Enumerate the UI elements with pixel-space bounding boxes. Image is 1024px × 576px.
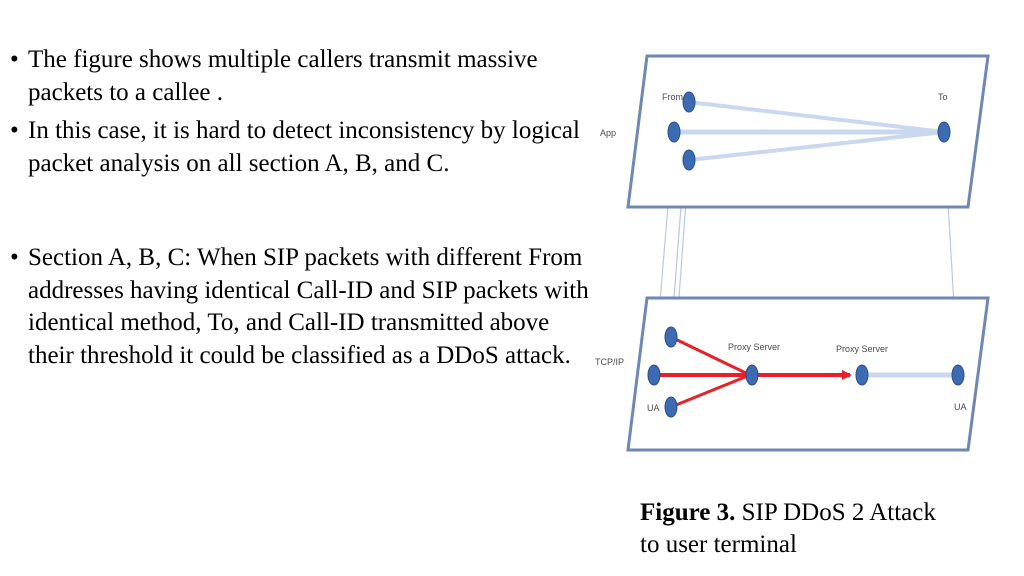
ua-node: [664, 396, 678, 418]
from-label: From: [662, 92, 683, 102]
bullet-item: • The figure shows multiple callers tran…: [10, 44, 590, 109]
bullet-text: The figure shows multiple callers transm…: [28, 46, 538, 106]
figure-caption-label: Figure 3.: [640, 499, 736, 526]
network-layer-label: TCP/IP: [595, 357, 624, 367]
bullet-list: • The figure shows multiple callers tran…: [10, 44, 590, 378]
caller-node: [682, 91, 696, 113]
attack-arrowhead: [842, 370, 852, 380]
caller-node: [682, 149, 696, 171]
attack-link: [670, 373, 751, 409]
ua-node: [664, 326, 678, 348]
app-layer-label: App: [600, 128, 616, 138]
bullet-marker: •: [10, 117, 19, 144]
app-links: [674, 100, 945, 162]
bullet-text: In this case, it is hard to detect incon…: [28, 117, 580, 177]
ua-label: UA: [647, 403, 660, 413]
bullet-item: • Section A, B, C: When SIP packets with…: [10, 242, 590, 372]
to-label: To: [938, 92, 948, 102]
proxy-server-label: Proxy Server: [728, 342, 780, 352]
bullet-marker: •: [10, 46, 19, 73]
proxy-server-node: [745, 364, 759, 386]
proxy-server-node: [855, 364, 869, 386]
proxy-server-label: Proxy Server: [836, 344, 888, 354]
attack-link: [670, 335, 751, 377]
figure-caption: Figure 3. SIP DDoS 2 Attack to user term…: [640, 497, 940, 561]
ua-node: [951, 364, 965, 386]
callee-node: [937, 121, 951, 143]
ua-node: [647, 364, 661, 386]
figure-caption-text: SIP DDoS 2 Attack to user terminal: [640, 499, 936, 558]
app-nodes: [667, 91, 951, 171]
ua-label: UA: [954, 402, 967, 412]
network-nodes: [647, 326, 965, 418]
app-link: [688, 130, 945, 162]
sip-ddos-diagram: App From To TCP/IP Proxy Server Proxy Se…: [595, 54, 990, 452]
caller-node: [667, 121, 681, 143]
app-link: [688, 100, 945, 134]
bullet-item: • In this case, it is hard to detect inc…: [10, 115, 590, 180]
bullet-marker: •: [10, 244, 19, 271]
bullet-text: Section A, B, C: When SIP packets with d…: [28, 244, 589, 369]
attack-links: [654, 335, 852, 409]
